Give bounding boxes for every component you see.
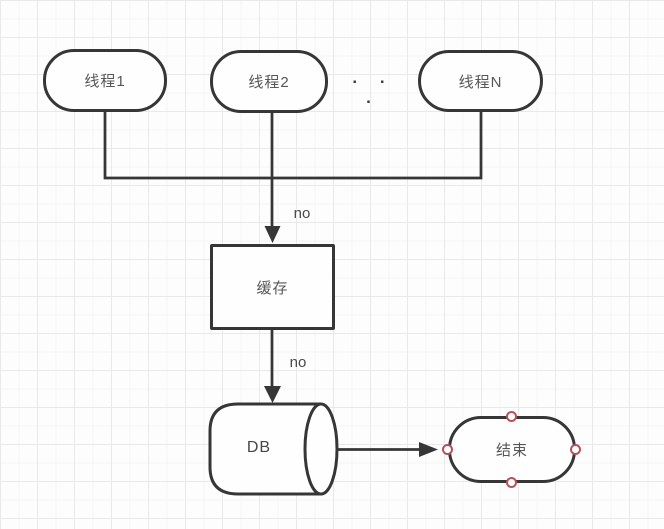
node-cache[interactable]: 缓存 [210, 244, 335, 330]
node-thread-n[interactable]: 线程N [418, 50, 543, 112]
connection-handle-top[interactable] [506, 411, 517, 422]
db-cylinder-body [208, 402, 321, 496]
node-db-label: DB [246, 439, 272, 456]
node-thread-n-label: 线程N [458, 73, 503, 91]
connection-handle-bottom[interactable] [506, 477, 517, 488]
node-thread2[interactable]: 线程2 [210, 50, 328, 113]
arrowhead-to-end [419, 442, 438, 457]
db-cylinder-cap [303, 402, 339, 496]
node-db[interactable] [208, 402, 339, 496]
threads-ellipsis: . . . [352, 68, 394, 107]
node-thread1[interactable]: 线程1 [43, 49, 167, 112]
connection-handle-left[interactable] [442, 444, 453, 455]
node-end-label: 结束 [495, 442, 528, 459]
connection-handle-right[interactable] [570, 444, 581, 455]
node-cache-label: 缓存 [256, 279, 289, 297]
node-thread1-label: 线程1 [84, 73, 126, 90]
arrowhead-to-db [264, 386, 281, 403]
edge-label-no-db: no [289, 354, 307, 371]
edge-threads-merge[interactable] [103, 112, 483, 180]
edge-label-no-cache: no [293, 205, 311, 222]
node-thread2-label: 线程2 [248, 74, 290, 91]
arrowhead-to-cache [264, 226, 281, 243]
node-end[interactable]: 结束 [448, 416, 576, 483]
